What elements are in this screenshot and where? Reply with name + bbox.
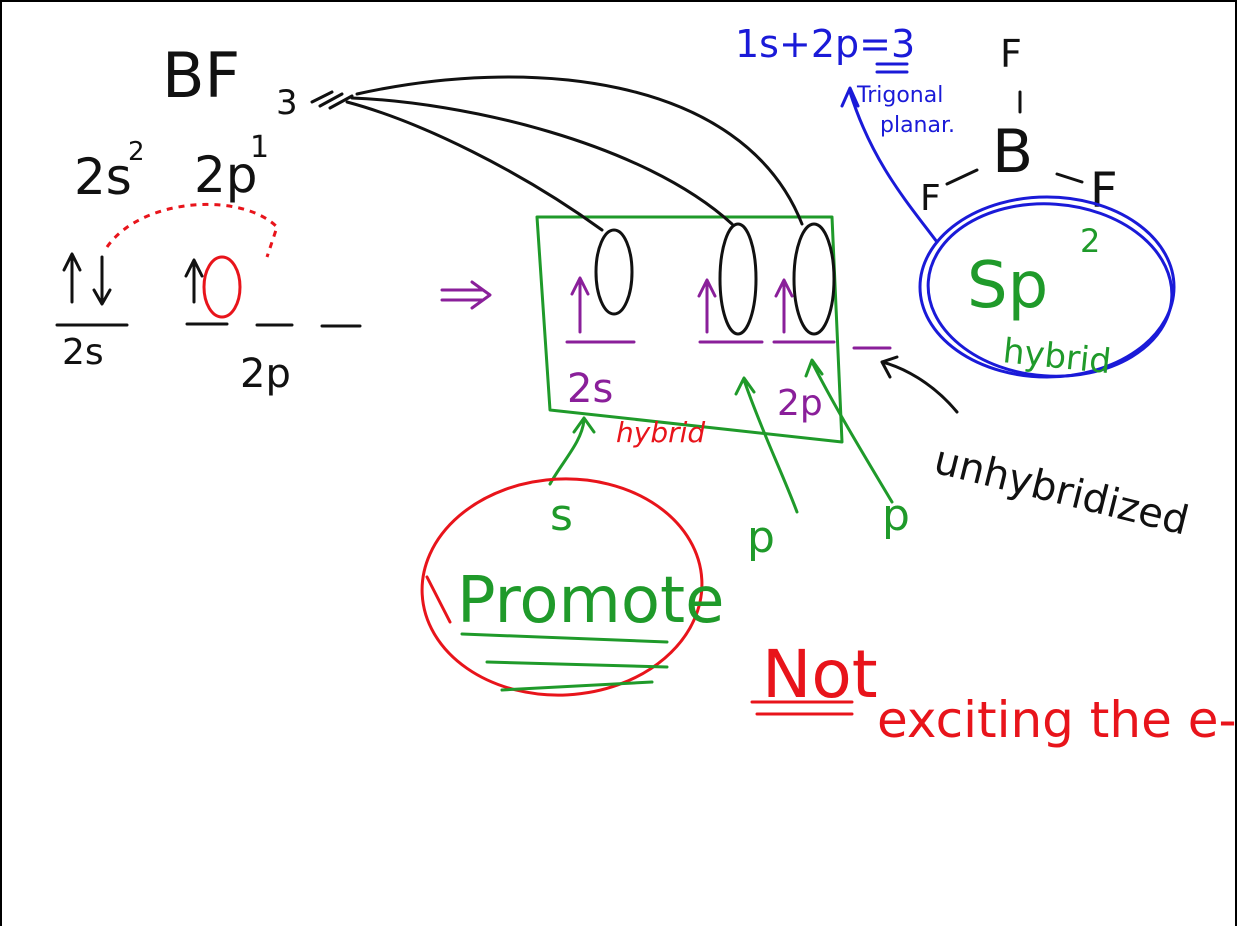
p-label-1: p bbox=[747, 512, 775, 563]
config-2p: 2p bbox=[194, 146, 258, 204]
config-2s-superscript: 2 bbox=[128, 137, 145, 167]
orbital-label-2s: 2s bbox=[62, 332, 104, 373]
sp-label: Sp bbox=[967, 249, 1048, 323]
config-2p-superscript: 1 bbox=[250, 130, 269, 165]
hybrid-orbital-2 bbox=[718, 222, 758, 336]
bf3-arrowheads bbox=[310, 90, 354, 110]
spin-down-arrow bbox=[92, 255, 112, 306]
s-label: s bbox=[550, 490, 573, 541]
green-arrow-p1 bbox=[734, 376, 799, 514]
unhybridized-arrow bbox=[880, 355, 959, 414]
implies-arrow bbox=[440, 280, 492, 310]
spin-up-arrow bbox=[62, 252, 82, 304]
green-arrow-s bbox=[548, 416, 596, 486]
molecule-formula: BF bbox=[162, 39, 240, 112]
molecule-subscript: 3 bbox=[276, 83, 298, 123]
blue-arrow bbox=[840, 86, 939, 244]
red-orbital-loop bbox=[202, 255, 242, 319]
unhybridized-label: unhybridized bbox=[930, 437, 1194, 545]
atom-b: B bbox=[992, 117, 1033, 187]
atom-f-top: F bbox=[1000, 32, 1022, 76]
hybrid-orbital-1 bbox=[594, 228, 634, 316]
not-word: Not bbox=[762, 636, 878, 713]
red-tick bbox=[425, 575, 452, 624]
not-underlines bbox=[750, 700, 854, 716]
sp-superscript: 2 bbox=[1080, 222, 1100, 260]
bond-curve-2 bbox=[350, 96, 734, 226]
green-arrow-p2 bbox=[804, 358, 894, 504]
planar-label: planar. bbox=[880, 113, 955, 138]
bond-curve-3 bbox=[355, 75, 804, 226]
promotion-dotted-arc bbox=[105, 203, 279, 258]
formula-underline bbox=[875, 62, 909, 74]
promote-underlines bbox=[460, 632, 669, 692]
spin-up-arrow-2p bbox=[184, 258, 204, 304]
bond-left bbox=[945, 168, 979, 186]
promote-circle bbox=[420, 477, 704, 697]
box-label-2p: 2p bbox=[777, 383, 823, 424]
hybrid-box bbox=[535, 215, 844, 444]
sp2-circle-2 bbox=[926, 202, 1174, 378]
hybrid-orbital-3 bbox=[792, 222, 836, 336]
exciting-text: exciting the e- bbox=[877, 691, 1237, 749]
atom-f-left: F bbox=[920, 178, 941, 219]
p-label-2: p bbox=[882, 490, 910, 541]
blue-formula: 1s+2p=3 bbox=[735, 22, 915, 66]
box-label-2s: 2s bbox=[567, 366, 613, 412]
config-2s: 2s bbox=[74, 148, 132, 206]
purple-arrow-2 bbox=[697, 278, 717, 334]
promote-word: Promote bbox=[457, 564, 725, 638]
purple-arrow-1 bbox=[570, 276, 590, 334]
hybrid-red-label: hybrid bbox=[616, 416, 705, 449]
bond-curve-1 bbox=[345, 100, 604, 232]
trigonal-label: Trigonal bbox=[856, 83, 943, 108]
purple-arrow-3 bbox=[774, 278, 794, 334]
bond-right bbox=[1055, 172, 1084, 184]
orbital-label-2p: 2p bbox=[240, 351, 291, 397]
